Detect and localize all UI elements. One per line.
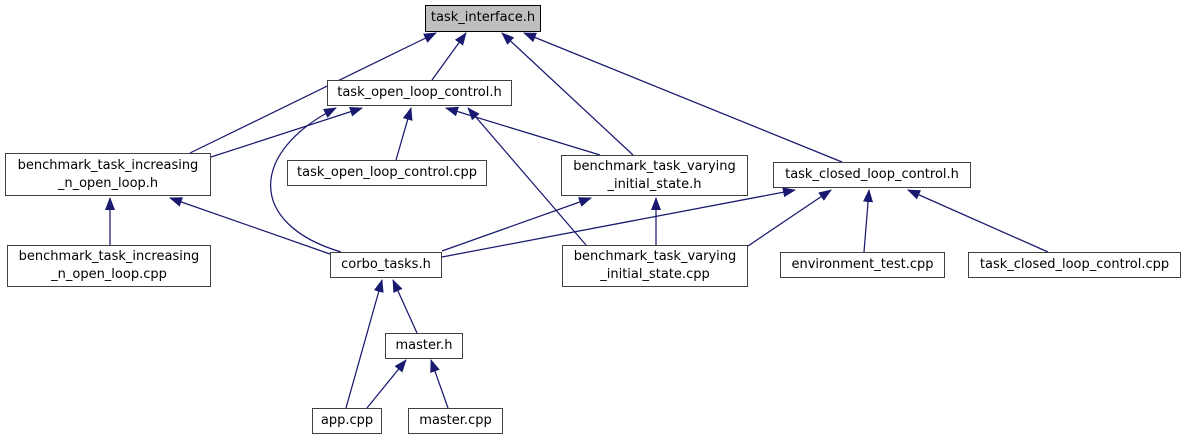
node-task-open-loop-control-cpp[interactable]: task_open_loop_control.cpp (287, 160, 487, 186)
node-master-h[interactable]: master.h (385, 333, 463, 359)
node-benchmark-task-increasing-n-open-loop-cpp[interactable]: benchmark_task_increasing _n_open_loop.c… (7, 245, 211, 287)
edge-app_cpp-to-corbo_tasks_h (345, 279, 384, 409)
edge-task_open_loop_control_h-to-task_interface_h (431, 32, 467, 81)
edge-benchmark_task_varying_initial_state_h-to-task_interface_h (501, 32, 634, 156)
edge-task_open_loop_control_cpp-to-task_open_loop_control_h (395, 107, 413, 161)
edge-task_closed_loop_control_cpp-to-task_closed_loop_control_h (907, 189, 1049, 253)
node-master-cpp[interactable]: master.cpp (408, 408, 503, 434)
node-benchmark-task-increasing-n-open-loop-h[interactable]: benchmark_task_increasing _n_open_loop.h (5, 153, 211, 196)
edge-task_closed_loop_control_h-to-task_interface_h (523, 32, 843, 163)
edge-master_h-to-corbo_tasks_h (392, 279, 418, 334)
node-corbo-tasks-h[interactable]: corbo_tasks.h (330, 252, 442, 278)
node-task-interface-h: task_interface.h (425, 5, 541, 32)
edge-corbo_tasks_h-to-benchmark_task_varying_initial_state_h (441, 197, 592, 252)
node-benchmark-task-varying-initial-state-cpp[interactable]: benchmark_task_varying _initial_state.cp… (562, 245, 748, 287)
edge-benchmark_task_varying_initial_state_h-to-task_open_loop_control_h (445, 106, 601, 156)
edge-benchmark_task_varying_initial_state_cpp-to-task_closed_loop_control_h (747, 189, 832, 247)
edge-master_cpp-to-master_h (430, 359, 449, 409)
edge-benchmark_task_increasing_n_open_loop_h-to-task_open_loop_control_h (210, 106, 363, 158)
node-task-open-loop-control-h[interactable]: task_open_loop_control.h (327, 80, 512, 106)
node-app-cpp[interactable]: app.cpp (312, 408, 382, 434)
node-task-closed-loop-control-cpp[interactable]: task_closed_loop_control.cpp (968, 252, 1181, 278)
node-task-closed-loop-control-h[interactable]: task_closed_loop_control.h (773, 162, 971, 188)
edge-app_cpp-to-master_h (366, 359, 407, 409)
edge-environment_test_cpp-to-task_closed_loop_control_h (863, 189, 874, 253)
node-benchmark-task-varying-initial-state-h[interactable]: benchmark_task_varying _initial_state.h (561, 155, 748, 196)
node-environment-test-cpp[interactable]: environment_test.cpp (780, 252, 945, 278)
